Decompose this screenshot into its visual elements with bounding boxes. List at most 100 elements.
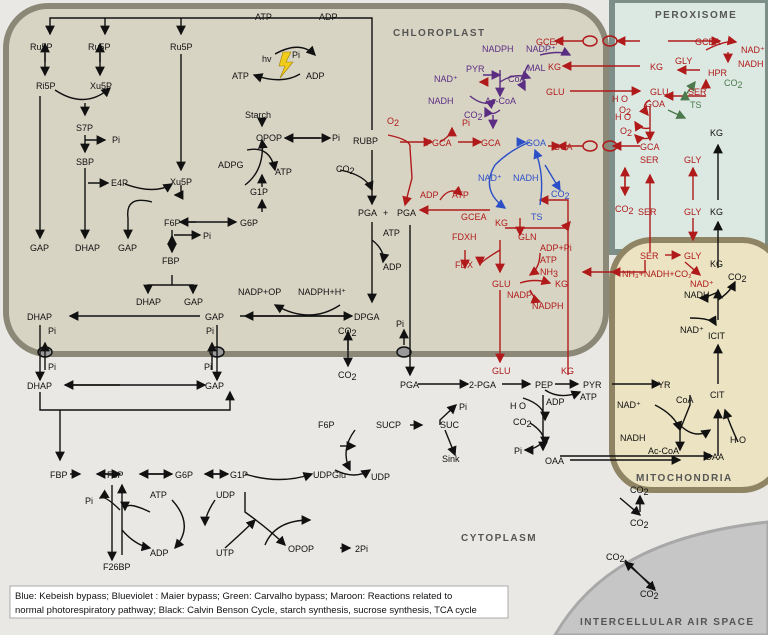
cyto-sucp: SUCP bbox=[376, 420, 401, 430]
perox-h2o2-2: H O bbox=[612, 94, 628, 104]
e4p: E4P bbox=[111, 178, 128, 188]
nad-2: NAD⁺ bbox=[434, 74, 458, 84]
perox-gly-3: GLY bbox=[684, 207, 701, 217]
mito-acoa: Ac-CoA bbox=[648, 446, 679, 456]
atp-4: ATP bbox=[540, 255, 557, 265]
perox-gca: GCA bbox=[640, 142, 660, 152]
plus-sign: + bbox=[383, 208, 388, 218]
nadph-1: NADPH bbox=[482, 44, 514, 54]
mito-nad-1: NAD⁺ bbox=[690, 279, 714, 289]
perox-co2-2: CO2 bbox=[615, 204, 634, 216]
perox-ser-3: SER bbox=[638, 207, 657, 217]
perox-kg: KG bbox=[650, 62, 663, 72]
nadph-2: NADPH bbox=[532, 301, 564, 311]
perox-goa: GOA bbox=[645, 99, 665, 109]
cyto-adp-2: ADP bbox=[150, 548, 169, 558]
pgca: PGCA bbox=[426, 138, 452, 148]
perox-gly: GLY bbox=[675, 56, 692, 66]
cyto-udpglu: UDPGlu bbox=[313, 470, 346, 480]
atp-top: ATP bbox=[255, 12, 272, 22]
gln: GLN bbox=[518, 232, 537, 242]
ts: TS bbox=[531, 212, 543, 222]
legend-box bbox=[9, 585, 509, 619]
glu-1: GLU bbox=[546, 87, 565, 97]
pga-1: PGA bbox=[358, 208, 377, 218]
legend-line-1: Blue: Kebeish bypass; Blueviolet : Maier… bbox=[15, 591, 452, 602]
gca-2: GCA bbox=[553, 142, 573, 152]
cyto-co2-4: CO2 bbox=[630, 518, 649, 530]
perox-kg-2: KG bbox=[710, 128, 723, 138]
ru5p-2: Ru5P bbox=[88, 42, 111, 52]
mito-coa: CoA bbox=[676, 395, 694, 405]
adp-top: ADP bbox=[319, 12, 338, 22]
carvalho-bypass-lines bbox=[667, 80, 696, 119]
ru5p-3: Ru5P bbox=[170, 42, 193, 52]
nadp-op: NADP+OP bbox=[238, 287, 281, 297]
dpga: DPGA bbox=[354, 312, 380, 322]
perox-nad: NAD⁺ bbox=[741, 45, 765, 55]
coa-1: CoA bbox=[508, 74, 526, 84]
adp-pi: ADP+Pi bbox=[540, 243, 572, 253]
pi-7: Pi bbox=[396, 319, 404, 329]
cyto-pi-2: Pi bbox=[204, 362, 212, 372]
cytoplasm-label: CYTOPLASM bbox=[461, 533, 537, 544]
sbp: SBP bbox=[76, 157, 94, 167]
kg-2: KG bbox=[495, 218, 508, 228]
pi-top: Pi bbox=[292, 50, 300, 60]
ru5p-1: Ru5P bbox=[30, 42, 53, 52]
cyto-pi-5: Pi bbox=[85, 496, 93, 506]
adp-3: ADP bbox=[420, 190, 439, 200]
mitochondria-label: MITOCHONDRIA bbox=[636, 473, 733, 484]
cyto-suc: SUC bbox=[440, 420, 460, 430]
mal: MAL bbox=[527, 63, 546, 73]
legend-line-2: normal photorespiratory pathway; Black: … bbox=[15, 605, 477, 616]
dhap-2: DHAP bbox=[75, 243, 100, 253]
perox-glu: GLU bbox=[650, 87, 669, 97]
perox-kg-3: KG bbox=[710, 207, 723, 217]
cyto-co2-6: CO2 bbox=[640, 589, 659, 601]
atp-3: ATP bbox=[452, 190, 469, 200]
perox-o2-1: O2 bbox=[620, 126, 632, 138]
mito-ser: SER bbox=[640, 251, 659, 261]
nadp-2: NADP bbox=[507, 290, 532, 300]
mito-co2-1: CO2 bbox=[728, 272, 747, 284]
cyto-f6p-2: F6P bbox=[107, 470, 124, 480]
mito-oaa: OAA bbox=[705, 452, 724, 462]
chloroplast-label: CHLOROPLAST bbox=[393, 28, 486, 39]
g6p: G6P bbox=[240, 218, 258, 228]
mito-cit: CIT bbox=[710, 390, 725, 400]
acoa-1: Ac-CoA bbox=[485, 96, 516, 106]
peroxisome-label: PEROXISOME bbox=[655, 10, 737, 21]
gap-3: GAP bbox=[118, 243, 137, 253]
pi-5: Pi bbox=[48, 326, 56, 336]
atp-1: ATP bbox=[275, 167, 292, 177]
cyto-h2o: H O bbox=[510, 401, 526, 411]
cyto-pyr: PYR bbox=[583, 380, 602, 390]
goa-1: GOA bbox=[526, 138, 546, 148]
cyto-pga: PGA bbox=[400, 380, 419, 390]
g1p: G1P bbox=[250, 187, 268, 197]
cyto-opop: OPOP bbox=[288, 544, 314, 554]
perox-ts: TS bbox=[690, 100, 702, 110]
gap-4: GAP bbox=[205, 312, 224, 322]
nadph-h: NADPH+H⁺ bbox=[298, 287, 346, 297]
cyto-pi-3: Pi bbox=[514, 446, 522, 456]
perox-o2-2: O2 bbox=[619, 105, 631, 117]
cyto-2pga: 2-PGA bbox=[469, 380, 496, 390]
atp-2: ATP bbox=[383, 228, 400, 238]
cyto-f26bp: F26BP bbox=[103, 562, 131, 572]
kebeish-bypass-lines bbox=[488, 137, 561, 209]
transporter-3 bbox=[396, 346, 412, 358]
kg-3: KG bbox=[555, 279, 568, 289]
hv: hv bbox=[262, 54, 272, 64]
cyto-g6p: G6P bbox=[175, 470, 193, 480]
cyto-2pi: 2Pi bbox=[355, 544, 368, 554]
cyto-udp-2: UDP bbox=[216, 490, 235, 500]
light-bolt-icon bbox=[278, 51, 294, 79]
air-space-region bbox=[553, 520, 768, 635]
pi-3: Pi bbox=[203, 231, 211, 241]
f6p: F6P bbox=[164, 218, 181, 228]
adpg: ADPG bbox=[218, 160, 244, 170]
mito-h2o: H O bbox=[730, 435, 746, 445]
opop: OPOP bbox=[256, 133, 282, 143]
